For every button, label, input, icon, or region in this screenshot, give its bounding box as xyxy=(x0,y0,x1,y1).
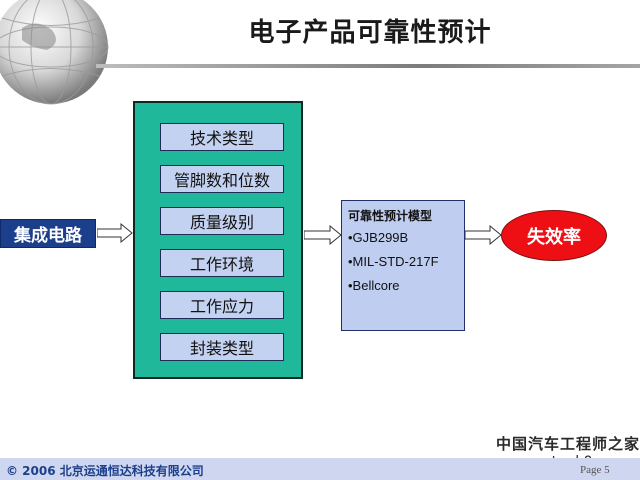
factor-item: 工作应力 xyxy=(160,291,284,319)
arrow-input-to-factors xyxy=(97,223,133,243)
factor-item: 工作环境 xyxy=(160,249,284,277)
factor-item: 封装类型 xyxy=(160,333,284,361)
footer-bar xyxy=(0,458,640,480)
factor-panel: 技术类型 管脚数和位数 质量级别 工作环境 工作应力 封装类型 xyxy=(133,101,303,379)
arrow-factors-to-model xyxy=(304,225,342,245)
model-item: •Bellcore xyxy=(348,278,400,293)
factor-item: 质量级别 xyxy=(160,207,284,235)
input-ic-box: 集成电路 xyxy=(0,219,96,248)
footer-copyright: © 2006 北京运通恒达科技有限公司 xyxy=(6,464,204,478)
globe-logo-icon xyxy=(0,0,109,105)
page-number: Page 5 xyxy=(580,464,610,476)
factor-item: 管脚数和位数 xyxy=(160,165,284,193)
failure-rate-ellipse: 失效率 xyxy=(501,210,607,261)
watermark-brand: 中国汽车工程师之家 xyxy=(496,435,640,453)
title-underline xyxy=(96,64,640,68)
prediction-model-box: 可靠性预计模型 •GJB299B •MIL-STD-217F •Bellcore xyxy=(341,200,465,331)
arrow-model-to-failure xyxy=(465,225,502,245)
model-title: 可靠性预计模型 xyxy=(348,209,433,223)
slide-title: 电子产品可靠性预计 xyxy=(248,18,492,48)
factor-item: 技术类型 xyxy=(160,123,284,151)
model-item: •GJB299B xyxy=(348,230,409,245)
model-item: •MIL-STD-217F xyxy=(348,254,439,269)
